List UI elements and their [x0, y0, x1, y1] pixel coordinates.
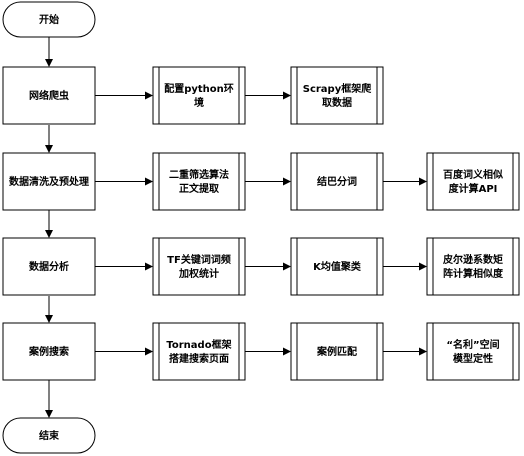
subprocess-label-row-2-step-1-line-1: 二重筛选算法 [169, 168, 229, 181]
subprocess-label-row-2-step-1-line-2: 正文提取 [179, 182, 220, 195]
subprocess-label-row-2-step-3-line-1: 百度词义相似 [443, 168, 503, 181]
subprocess-label-row-3-step-3-line-1: 皮尔逊系数矩 [442, 253, 503, 266]
subprocess-box-row-2-step-3 [426, 152, 520, 211]
subprocess-box-row-3-step-2 [290, 237, 384, 296]
subprocess-label-row-4-step-1-line-1: Tornado框架 [166, 338, 231, 351]
subprocess-label-row-1-step-1-line-2: 境 [194, 96, 204, 109]
subprocess-box-row-2-step-1 [152, 152, 246, 211]
subprocess-label-row-3-step-2-line-1: K均值聚类 [313, 260, 361, 273]
subprocess-box-row-4-step-1 [152, 322, 246, 381]
process-label-row-3: 数据分析 [29, 260, 69, 273]
subprocess-label-row-4-step-2-line-1: 案例匹配 [316, 345, 357, 358]
subprocess-label-row-3-step-3-line-2: 阵计算相似度 [443, 267, 504, 280]
subprocess-box-row-3-step-3 [426, 237, 520, 296]
subprocess-box-row-4-step-2 [290, 322, 384, 381]
subprocess-label-row-4-step-3-line-2: 模型定性 [453, 352, 493, 365]
subprocess-label-row-1-step-1-line-1: 配置python环 [164, 83, 234, 95]
subprocess-label-row-1-step-2-line-1: Scrapy框架爬 [303, 82, 372, 95]
subprocess-label-row-3-step-1-line-1: TF关键词词频 [167, 253, 231, 266]
subprocess-label-row-1-step-2-line-2: 取数据 [322, 96, 352, 109]
end-node: 结束 [2, 417, 96, 454]
process-label-row-2: 数据清洗及预处理 [9, 175, 89, 188]
process-box-row-3 [2, 237, 96, 296]
subprocess-box-row-2-step-2 [290, 152, 384, 211]
process-box-row-2 [2, 152, 96, 211]
subprocess-label-row-4-step-3-line-1: “名利”空间 [446, 338, 499, 351]
subprocess-box-row-4-step-3 [426, 322, 520, 381]
end-label: 结束 [39, 429, 60, 442]
process-label-row-1: 网络爬虫 [29, 89, 69, 102]
subprocess-box-row-1-step-2 [290, 66, 384, 125]
process-label-row-4: 案例搜索 [28, 345, 69, 358]
process-box-row-1 [2, 66, 96, 125]
start-label: 开始 [39, 13, 59, 26]
subprocess-label-row-2-step-3-line-2: 度计算API [449, 182, 498, 195]
start-node: 开始 [2, 1, 96, 38]
subprocess-label-row-3-step-1-line-2: 加权统计 [178, 267, 219, 280]
subprocess-box-row-3-step-1 [152, 237, 246, 296]
subprocess-box-row-1-step-1 [152, 66, 246, 125]
subprocess-label-row-4-step-1-line-2: 搭建搜索页面 [169, 352, 229, 365]
subprocess-label-row-2-step-2-line-1: 结巴分词 [317, 175, 357, 188]
